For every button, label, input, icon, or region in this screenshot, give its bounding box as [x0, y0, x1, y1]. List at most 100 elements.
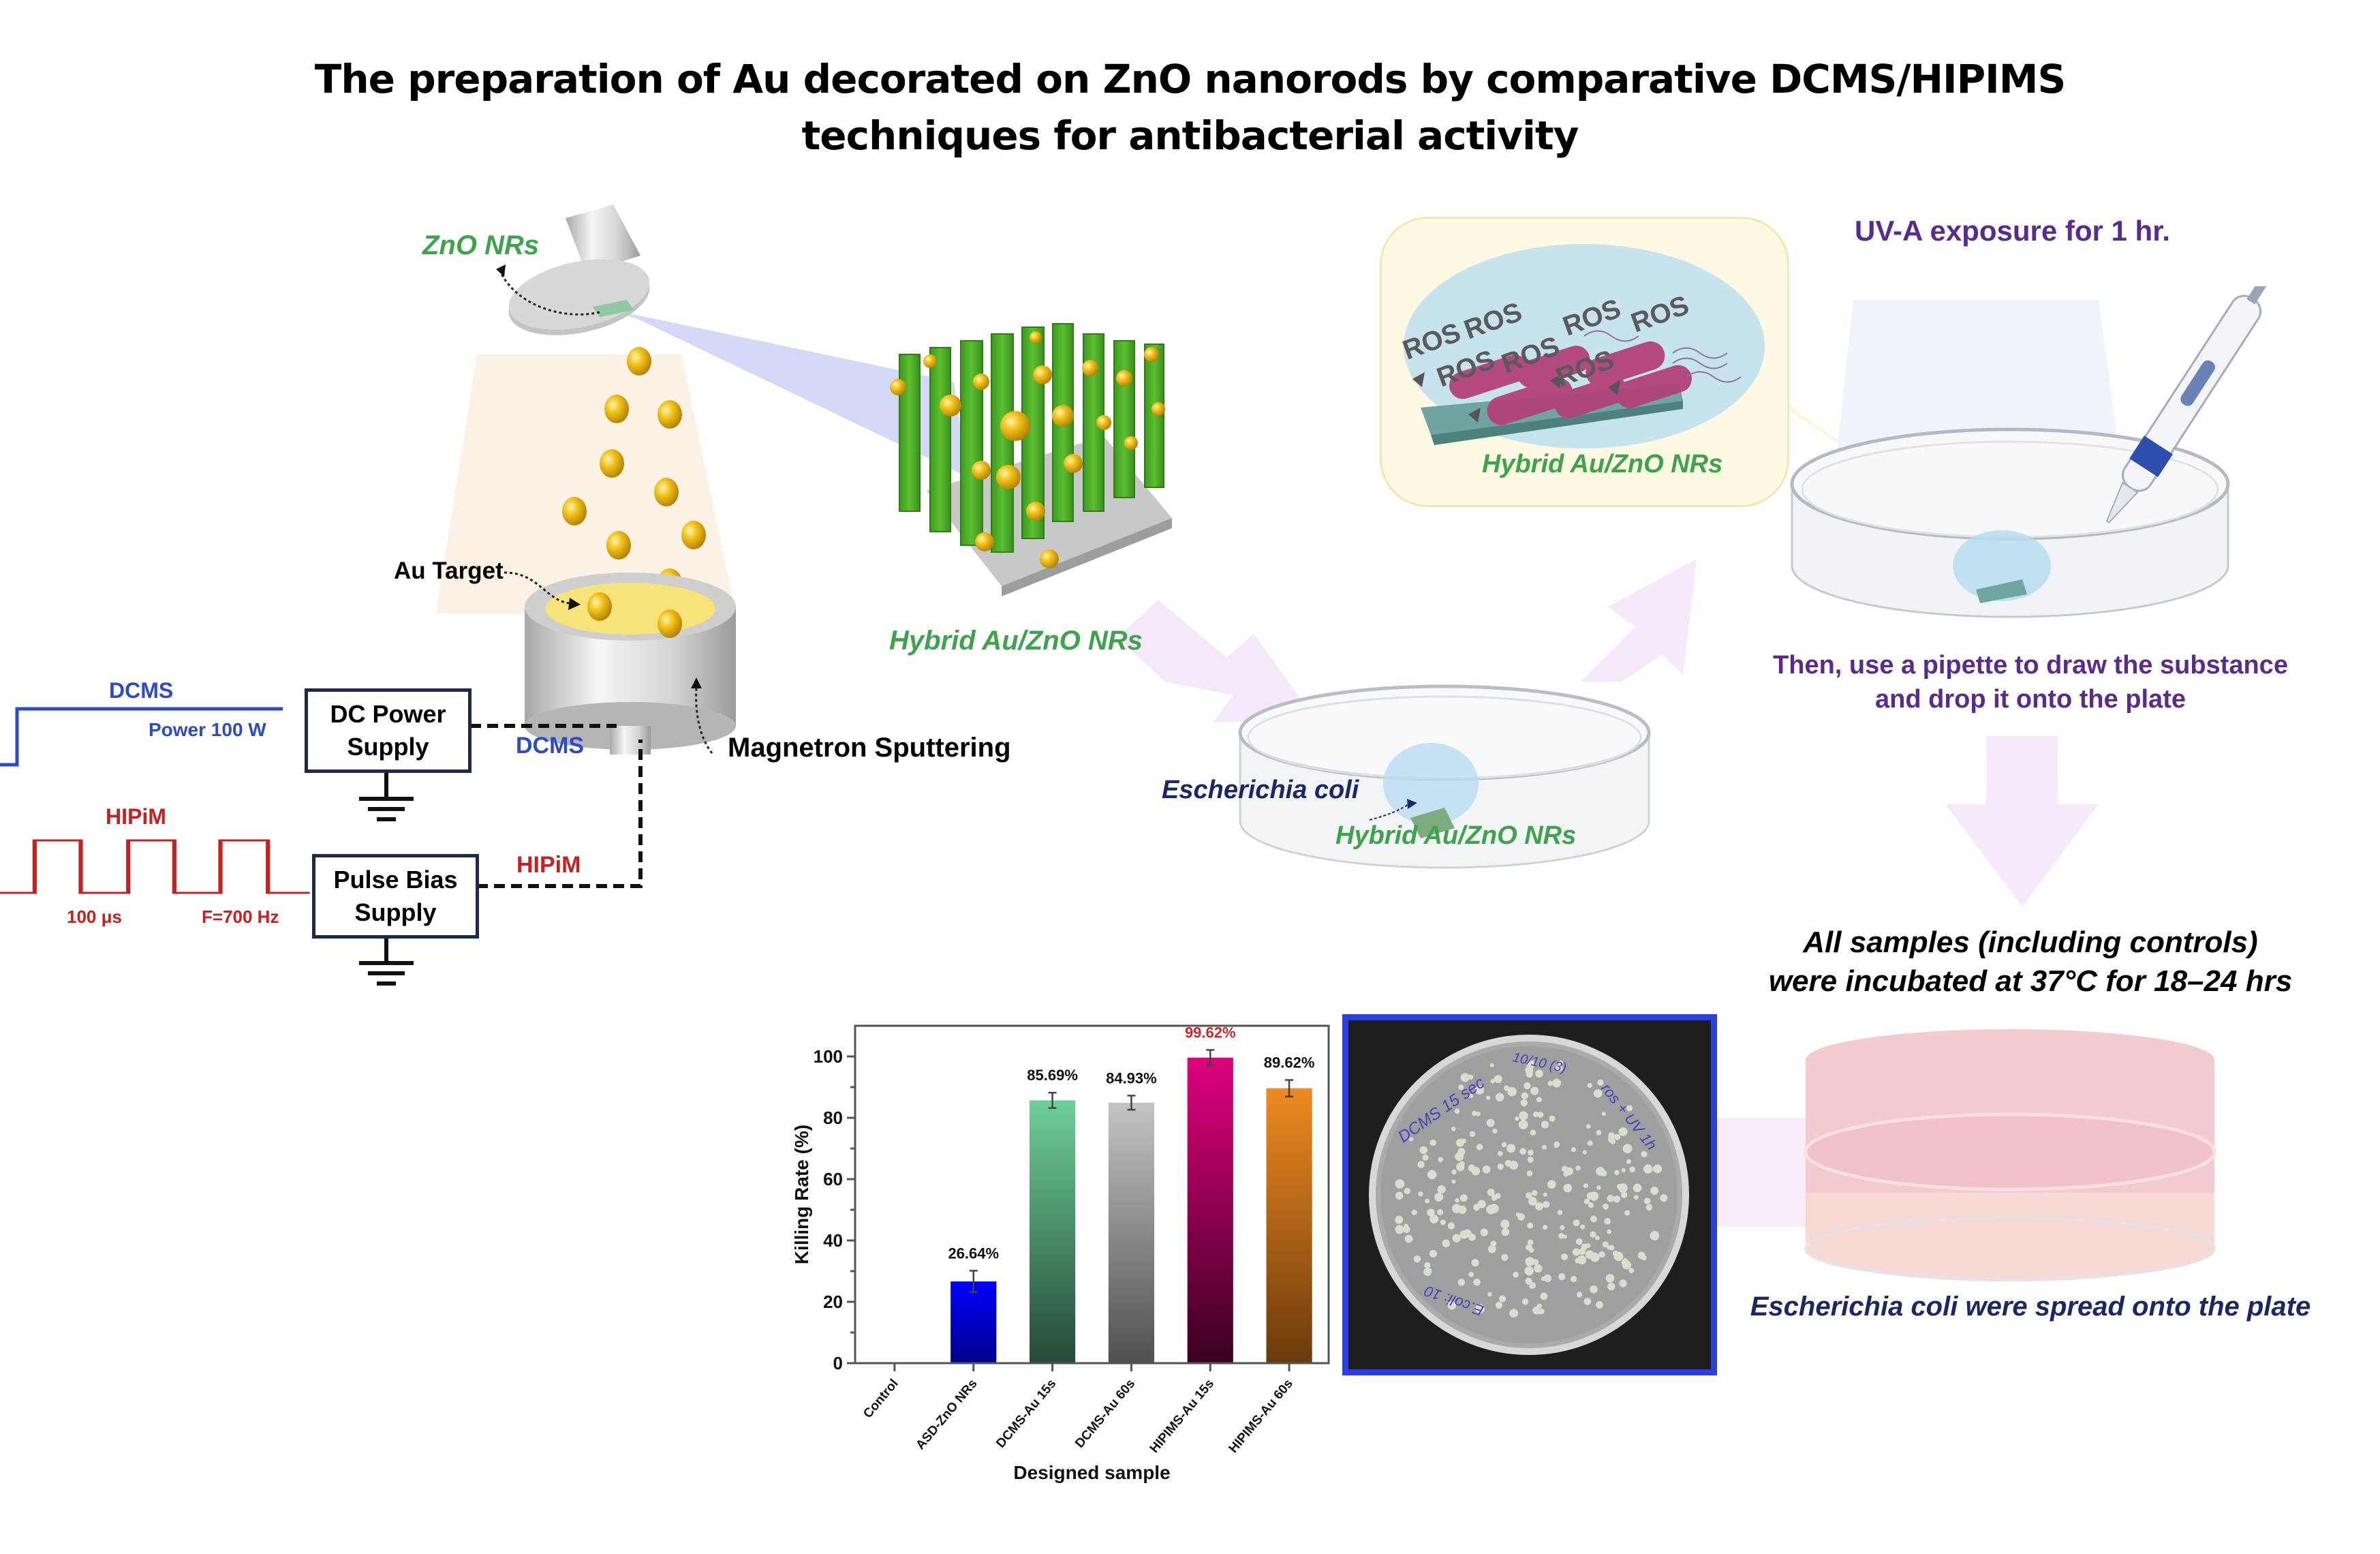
- colony: [1626, 1105, 1633, 1112]
- colony: [1565, 1167, 1573, 1176]
- colony: [1590, 1285, 1598, 1294]
- colony: [1494, 1075, 1502, 1084]
- magnetron-cathode: [525, 573, 736, 755]
- colony: [1596, 1166, 1605, 1176]
- colony: [1423, 1268, 1432, 1277]
- bacterial-colonies: [1395, 1060, 1668, 1318]
- ros-arrows: [1412, 372, 1620, 423]
- colony: [1497, 1163, 1504, 1170]
- dcms-waveform: [0, 707, 283, 767]
- pulse-width-label: 100 μs: [67, 906, 122, 927]
- colony: [1652, 1166, 1658, 1172]
- colony: [1413, 1255, 1421, 1263]
- hipims-connection-line: [477, 740, 643, 888]
- colony: [1537, 1112, 1544, 1118]
- colony: [1429, 1249, 1437, 1258]
- colony: [1526, 1244, 1533, 1251]
- dcms-waveform-label: DCMS: [109, 678, 174, 703]
- colony: [1528, 1197, 1537, 1206]
- colony: [1404, 1187, 1411, 1194]
- colony: [1560, 1225, 1565, 1230]
- colony: [1469, 1131, 1476, 1138]
- colony: [1618, 1183, 1628, 1193]
- colony: [1543, 1274, 1551, 1283]
- colony: [1621, 1168, 1626, 1173]
- colony: [1613, 1133, 1621, 1140]
- colony: [1626, 1159, 1632, 1164]
- pipette-dish-illustration: [1790, 286, 2276, 618]
- substrate-pointer-arrowhead: [496, 264, 506, 277]
- zno-substrate: [593, 300, 634, 317]
- colony: [1447, 1300, 1457, 1310]
- colony: [1501, 1228, 1510, 1236]
- colony: [1459, 1230, 1468, 1239]
- nanorod-array: [890, 323, 1172, 596]
- colony: [1604, 1217, 1611, 1225]
- colony: [1490, 1078, 1496, 1084]
- colony: [1492, 1196, 1497, 1202]
- colony: [1459, 1194, 1468, 1202]
- bar: [1029, 1100, 1076, 1363]
- colony: [1526, 1061, 1535, 1069]
- colony: [1576, 1292, 1583, 1298]
- colony: [1487, 1188, 1495, 1196]
- pulse-bias-supply-box: Pulse Bias Supply: [312, 854, 479, 939]
- colony: [1427, 1208, 1435, 1217]
- colony: [1581, 1243, 1588, 1250]
- colony: [1489, 1063, 1494, 1067]
- hipims-waveform: [0, 839, 310, 894]
- colony: [1498, 1295, 1506, 1302]
- colony: [1622, 1144, 1633, 1154]
- colony: [1570, 1275, 1577, 1283]
- colony: [1618, 1127, 1628, 1136]
- colony: [1650, 1231, 1660, 1240]
- colony: [1558, 1060, 1563, 1065]
- plate-photo: DCMS 15 sec 10/10 (3) ros + UV 1h E.coli…: [1342, 1014, 1717, 1375]
- colony: [1452, 1204, 1462, 1213]
- figure-title-line-1: The preparation of Au decorated on ZnO n…: [314, 56, 2066, 102]
- y-tick-label: 100: [814, 1046, 843, 1067]
- colony: [1521, 1299, 1527, 1305]
- colony: [1515, 1116, 1519, 1121]
- x-tick-label: Control: [861, 1377, 901, 1421]
- incubated-dish-illustration: [1804, 1029, 2216, 1281]
- colony: [1515, 1212, 1521, 1217]
- pulse-supply-line-1: Pulse Bias: [333, 866, 458, 894]
- colony: [1427, 1170, 1437, 1180]
- colony: [1425, 1198, 1429, 1204]
- pipette-instruction-line-1: Then, use a pipette to draw the substanc…: [1773, 651, 2288, 680]
- dc-supply-line-2: Supply: [347, 733, 429, 761]
- colony: [1536, 1266, 1543, 1273]
- colony: [1458, 1084, 1464, 1091]
- colony: [1556, 1064, 1563, 1072]
- colony: [1535, 1069, 1543, 1078]
- colony: [1596, 1129, 1602, 1136]
- colony: [1455, 1198, 1459, 1203]
- y-tick-label: 20: [823, 1292, 843, 1312]
- sample-chip: [1410, 808, 1455, 838]
- colony: [1525, 1257, 1535, 1266]
- hipims-waveform-label: HIPiM: [106, 804, 166, 829]
- colony: [1583, 1298, 1592, 1305]
- colony: [1596, 1185, 1601, 1190]
- y-tick-label: 80: [823, 1108, 843, 1128]
- colony: [1418, 1191, 1423, 1197]
- x-tick-label: DCMS-Au 15s: [993, 1377, 1059, 1451]
- colony: [1468, 1233, 1476, 1241]
- colony: [1417, 1161, 1425, 1168]
- dish1-material-label: Hybrid Au/ZnO NRs: [1335, 821, 1577, 850]
- colony: [1424, 1262, 1431, 1269]
- colony: [1509, 1309, 1519, 1318]
- pipette-icon: [2105, 286, 2276, 523]
- colony: [1519, 1148, 1526, 1155]
- spread-plate-label: Escherichia coli were spread onto the pl…: [1750, 1292, 2311, 1322]
- colony: [1404, 1234, 1413, 1243]
- colony: [1521, 1092, 1528, 1100]
- colony: [1472, 1110, 1477, 1116]
- colony: [1455, 1152, 1464, 1161]
- colony: [1528, 1149, 1534, 1156]
- colony: [1434, 1193, 1442, 1200]
- colony: [1501, 1253, 1509, 1261]
- colony: [1590, 1231, 1596, 1238]
